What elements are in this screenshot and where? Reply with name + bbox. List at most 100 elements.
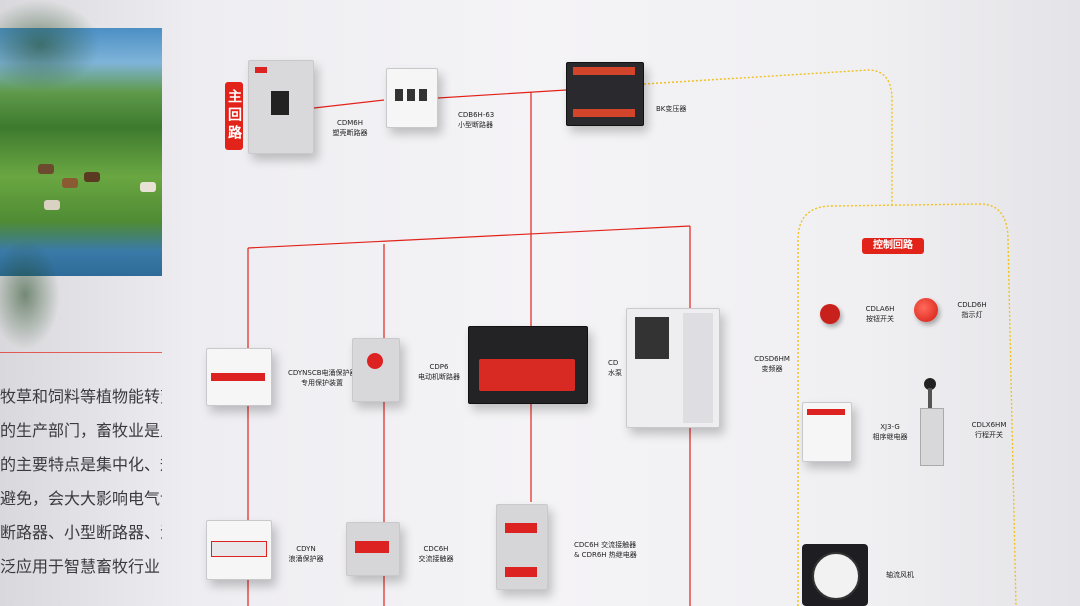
cdynscb-device bbox=[206, 348, 272, 406]
cdp6-label: CDP6 电动机断路器 bbox=[414, 362, 464, 382]
mcb-toggle bbox=[419, 89, 427, 101]
terminal-strip bbox=[573, 67, 635, 75]
xj3g-name: 相序继电器 bbox=[872, 433, 908, 441]
cdm6h-model: CDM6H bbox=[336, 119, 364, 127]
plant-leaf bbox=[0, 0, 100, 90]
limit-switch bbox=[920, 378, 944, 472]
mcb-toggle bbox=[395, 89, 403, 101]
motor-protector bbox=[352, 338, 400, 402]
bk-label: BK变压器 bbox=[656, 104, 686, 114]
side-paragraph-line: 的生产部门，畜牧业是人 bbox=[0, 421, 162, 440]
breaker-handle bbox=[271, 91, 289, 115]
cdyn-model: CDYN bbox=[296, 545, 316, 553]
bk-name: 变压器 bbox=[665, 105, 687, 113]
contactor-label-strip bbox=[505, 523, 537, 533]
xj3g-model: XJ3-G bbox=[880, 423, 900, 431]
cdc6h-cdr6h-label: CDC6H 交流接触器 & CDR6H 热继电器 bbox=[574, 540, 637, 560]
cdp6-panel bbox=[468, 326, 588, 404]
contactor-relay-stack bbox=[496, 504, 548, 590]
text-divider bbox=[0, 352, 162, 353]
cow-figure bbox=[44, 200, 60, 210]
wire-segment bbox=[437, 89, 567, 99]
cdb6h-label: CDB6H-63 小型断路器 bbox=[458, 110, 494, 130]
red-handles bbox=[211, 373, 265, 381]
fan-label-disc bbox=[812, 552, 860, 600]
pump-name: 水泵 bbox=[608, 369, 622, 377]
main-circuit-label: 主回路 bbox=[225, 82, 243, 150]
side-paragraph-line: 牧草和饲料等植物能转变 bbox=[0, 387, 162, 406]
bk-transformer bbox=[566, 62, 644, 126]
control-wire bbox=[643, 69, 893, 206]
relay-label-strip bbox=[505, 567, 537, 577]
wire-segment bbox=[313, 99, 385, 109]
cdlx6hm-name: 行程开关 bbox=[975, 431, 1003, 439]
cdla6h-label: CDLA6H 按钮开关 bbox=[860, 304, 900, 324]
red-push-button bbox=[820, 304, 840, 324]
lever-arm bbox=[928, 388, 932, 408]
cow-figure bbox=[140, 182, 156, 192]
cdyn-label: CDYN 浪涌保护器 bbox=[288, 544, 324, 564]
rotary-knob bbox=[367, 353, 383, 369]
cdm6h-breaker bbox=[248, 60, 314, 154]
axial-fan bbox=[802, 544, 868, 606]
mcb-toggle bbox=[407, 89, 415, 101]
cdyn-name: 浪涌保护器 bbox=[288, 555, 324, 563]
cdc6h-name: 交流接触器 bbox=[418, 555, 454, 563]
cdp6-red-display bbox=[479, 359, 575, 391]
cdc6h-contactor bbox=[346, 522, 400, 576]
cdyn-surge-protector bbox=[206, 520, 272, 580]
cow-figure bbox=[84, 172, 100, 182]
brand-mark bbox=[255, 67, 267, 73]
cdld6h-label: CDLD6H 指示灯 bbox=[952, 300, 992, 320]
cdp6-model: CDP6 bbox=[429, 363, 449, 371]
cdb6h-mcb bbox=[386, 68, 438, 128]
xj3g-relay bbox=[802, 402, 852, 462]
pump-label: CD 水泵 bbox=[608, 358, 622, 378]
side-paragraph-line: 泛应用于智慧畜牧行业， bbox=[0, 557, 162, 576]
cdc6h-label: CDC6H 交流接触器 bbox=[416, 544, 456, 564]
cdb6h-name: 小型断路器 bbox=[458, 121, 493, 129]
cdm6h-label: CDM6H 塑壳断路器 bbox=[330, 118, 370, 138]
cdlx6hm-model: CDLX6HM bbox=[971, 421, 1007, 429]
fan-label: 轴流风机 bbox=[886, 571, 914, 579]
cdsd6hm-name: 变频器 bbox=[761, 365, 783, 373]
cdsd6hm-inverter bbox=[626, 308, 720, 428]
cdc6h-cdr6h-name: & CDR6H 热继电器 bbox=[574, 551, 637, 559]
side-paragraph-line: 断路器、小型断路器、浪 bbox=[0, 523, 162, 542]
pump-model: CD bbox=[608, 359, 619, 367]
cdc6h-cdr6h-model: CDC6H 交流接触器 bbox=[574, 541, 637, 549]
side-paragraph-line: 避免，会大大影响电气设 bbox=[0, 489, 162, 508]
cdm6h-name: 塑壳断路器 bbox=[332, 129, 368, 137]
cdla6h-name: 按钮开关 bbox=[866, 315, 894, 323]
cdynscb-name: 专用保护装置 bbox=[301, 379, 343, 387]
cdla6h-model: CDLA6H bbox=[865, 305, 895, 313]
cow-figure bbox=[38, 164, 54, 174]
heatsink bbox=[683, 313, 713, 423]
cdc6h-model: CDC6H bbox=[423, 545, 449, 553]
cdsd6hm-label: CDSD6HM 变频器 bbox=[750, 354, 794, 374]
cdynscb-model: CDYNSCB电涌保护器 bbox=[288, 369, 357, 377]
wire-segment bbox=[247, 225, 691, 249]
xj3g-label: XJ3-G 相序继电器 bbox=[868, 422, 912, 442]
plant-leaf bbox=[0, 240, 60, 350]
module-windows bbox=[211, 541, 267, 557]
side-paragraph-line: 的主要特点是集中化、规 bbox=[0, 455, 162, 474]
cdld6h-model: CDLD6H bbox=[957, 301, 987, 309]
cdb6h-model: CDB6H-63 bbox=[458, 111, 495, 119]
roller bbox=[924, 378, 936, 390]
control-circuit-label: 控制回路 bbox=[862, 238, 924, 254]
cdynscb-label: CDYNSCB电涌保护器 专用保护装置 bbox=[288, 368, 357, 388]
cow-figure bbox=[62, 178, 78, 188]
cdlx6hm-label: CDLX6HM 行程开关 bbox=[966, 420, 1012, 440]
cdp6-name: 电动机断路器 bbox=[418, 373, 460, 381]
switch-body bbox=[920, 408, 944, 466]
contactor-label-strip bbox=[355, 541, 389, 553]
cdsd6hm-model: CDSD6HM bbox=[754, 355, 790, 363]
bk-model: BK bbox=[656, 105, 666, 113]
red-indicator-light bbox=[914, 298, 938, 322]
cdld6h-name: 指示灯 bbox=[961, 311, 983, 319]
relay-brand-strip bbox=[807, 409, 845, 415]
keypad bbox=[635, 317, 669, 359]
